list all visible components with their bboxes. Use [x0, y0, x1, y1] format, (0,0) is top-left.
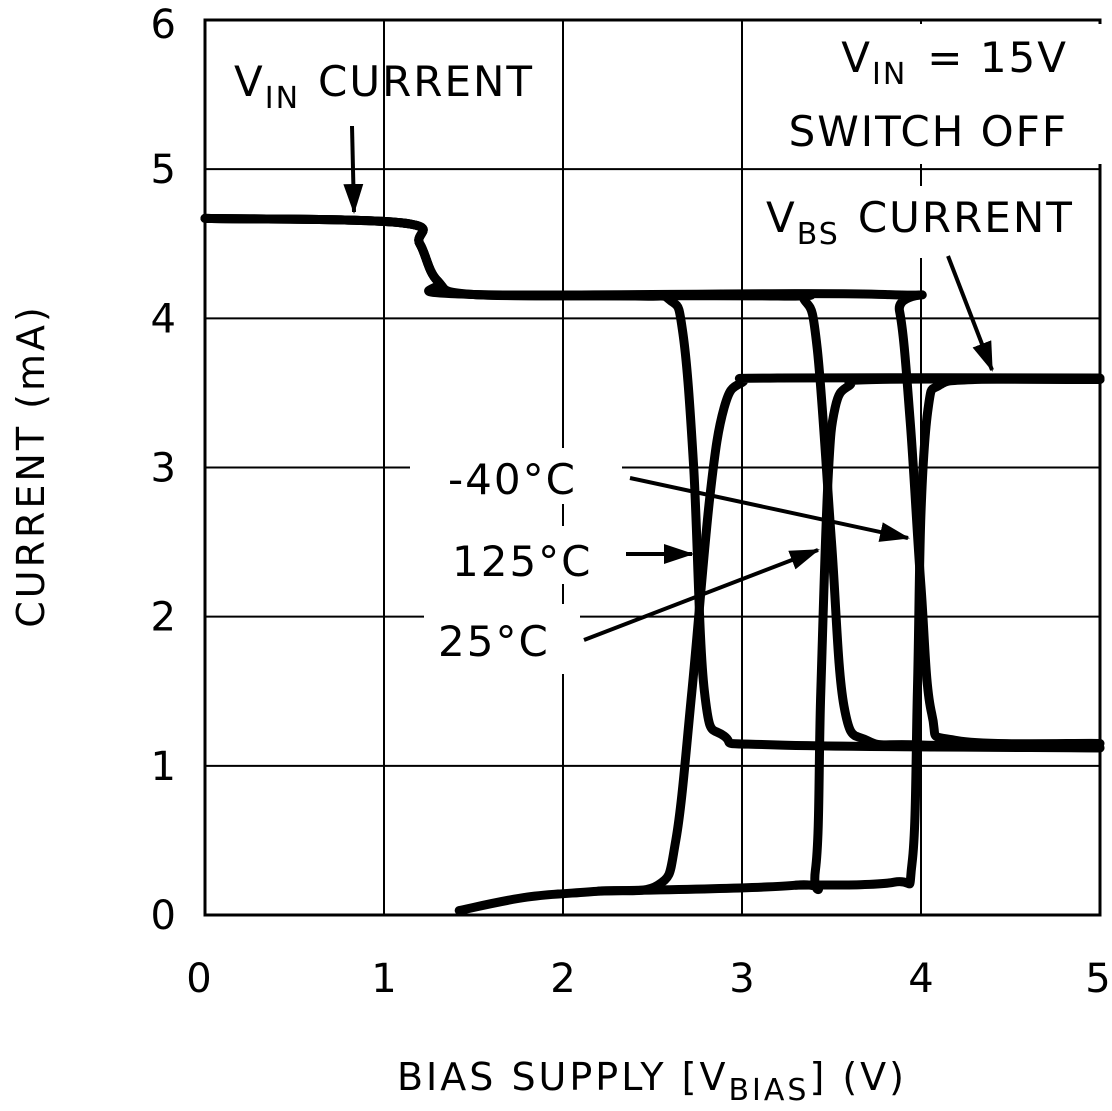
x-axis-title: BIAS SUPPLY [VBIAS] (V) [397, 1055, 907, 1108]
x-tick-label: 1 [371, 956, 396, 1002]
vbs-label-background [752, 186, 1098, 258]
conditions-vin: VIN= 15V [841, 33, 1068, 92]
x-tick-label: 0 [186, 956, 211, 1002]
label-background-minus40 [410, 448, 622, 504]
curve-vin-m40 [200, 213, 1105, 749]
y-tick-label: 5 [151, 147, 176, 193]
tick-labels: 0 1 2 3 4 5 0 1 2 3 4 5 6 [151, 2, 1111, 1002]
x-tick-label: 4 [908, 956, 933, 1002]
y-tick-label: 4 [151, 296, 176, 342]
label-background-125 [436, 526, 622, 584]
y-tick-label: 3 [151, 446, 176, 492]
arrow-minus40c [629, 476, 910, 542]
curve-vbs-m40 [791, 374, 1105, 890]
y-tick-label: 0 [151, 893, 176, 939]
curve-vbs-25 [594, 374, 1105, 896]
x-tick-label: 3 [729, 956, 754, 1002]
y-axis-title: CURRENT (mA) [9, 304, 53, 628]
arrow-vbs-current [946, 255, 994, 372]
arrow-25c [583, 548, 820, 642]
plot-frame [203, 18, 1102, 917]
grid [205, 20, 1100, 915]
y-tick-label: 6 [151, 2, 176, 48]
label-25c: 25°C [438, 617, 550, 666]
label-125c: 125°C [452, 537, 593, 586]
x-tick-label: 2 [550, 956, 575, 1002]
x-tick-label: 5 [1085, 956, 1110, 1002]
y-tick-label: 1 [151, 744, 176, 790]
label-background-25 [424, 604, 580, 674]
y-tick-label: 2 [151, 595, 176, 641]
conditions-background [780, 24, 1102, 164]
arrow-vin-current [343, 125, 364, 214]
curves [200, 213, 1105, 915]
conditions-switch: SWITCH OFF [789, 107, 1068, 156]
label-minus40c: -40°C [448, 455, 577, 504]
